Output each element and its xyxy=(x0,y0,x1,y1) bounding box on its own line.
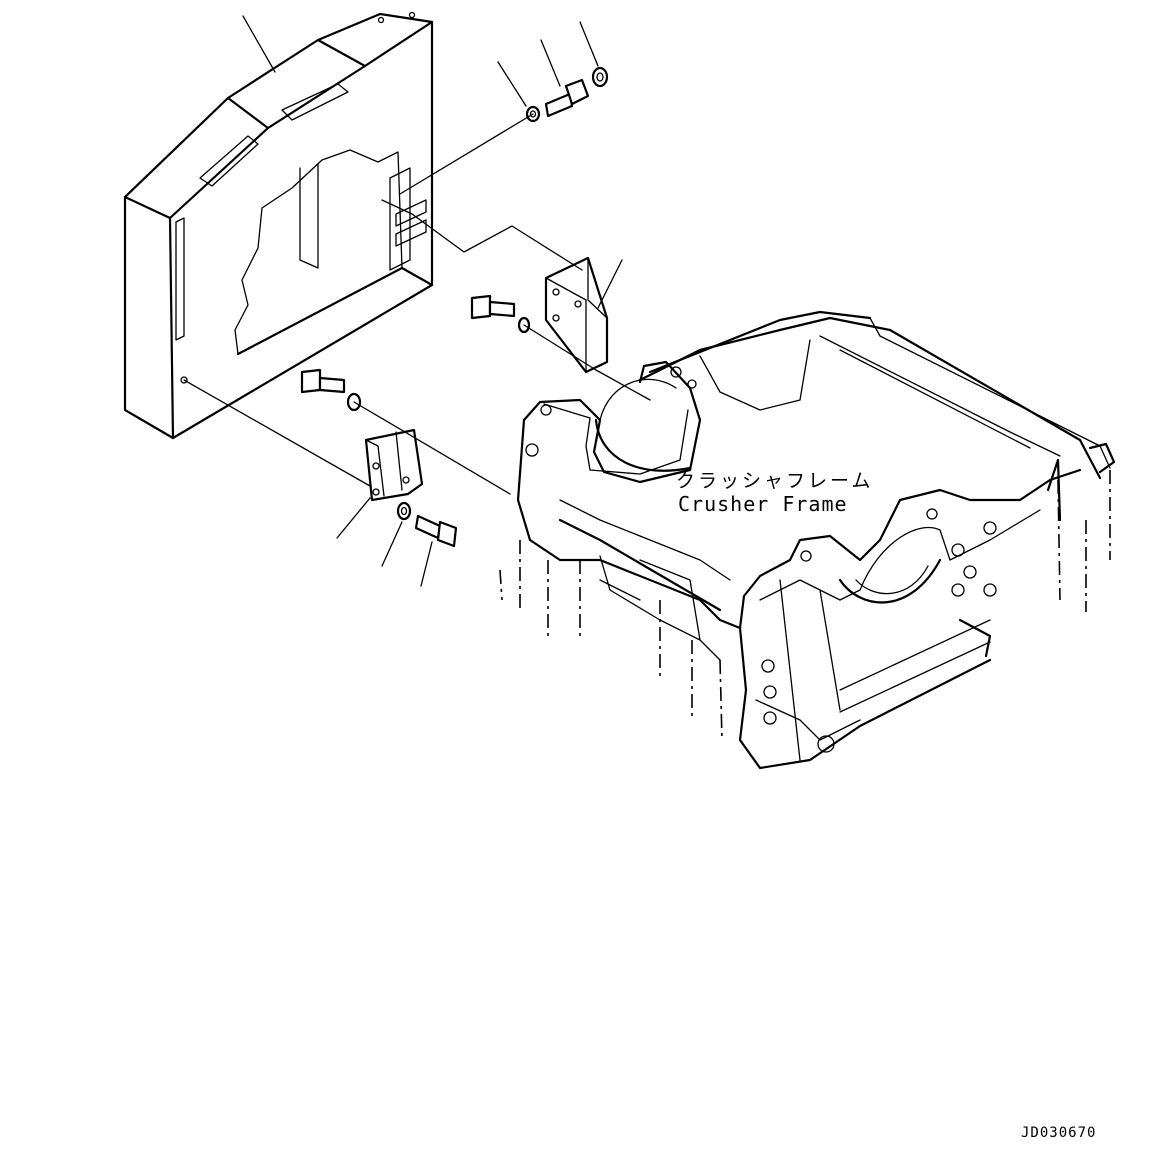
hex-bolt-upper-bracket xyxy=(470,294,516,320)
washer-lower-bracket xyxy=(346,392,362,412)
frame-label-japanese: クラッシャフレーム xyxy=(676,470,874,492)
cover-panel xyxy=(123,11,434,440)
hex-bolt-bottom xyxy=(414,514,458,548)
hex-bolt-lower-bracket xyxy=(300,368,346,394)
frame-label-english: Crusher Frame xyxy=(678,492,848,516)
lower-mounting-bracket xyxy=(364,428,424,502)
hex-bolt-top xyxy=(544,78,590,118)
crusher-frame xyxy=(499,310,1116,770)
lock-washer-top xyxy=(525,105,541,123)
lock-washer-bottom xyxy=(396,501,412,521)
assembly-lines xyxy=(183,113,651,495)
leader-lines xyxy=(242,15,623,587)
washer-upper-bracket xyxy=(517,316,531,334)
upper-mounting-bracket xyxy=(544,256,609,374)
plain-washer-top xyxy=(591,66,609,88)
drawing-id: JD030670 xyxy=(1021,1125,1097,1141)
